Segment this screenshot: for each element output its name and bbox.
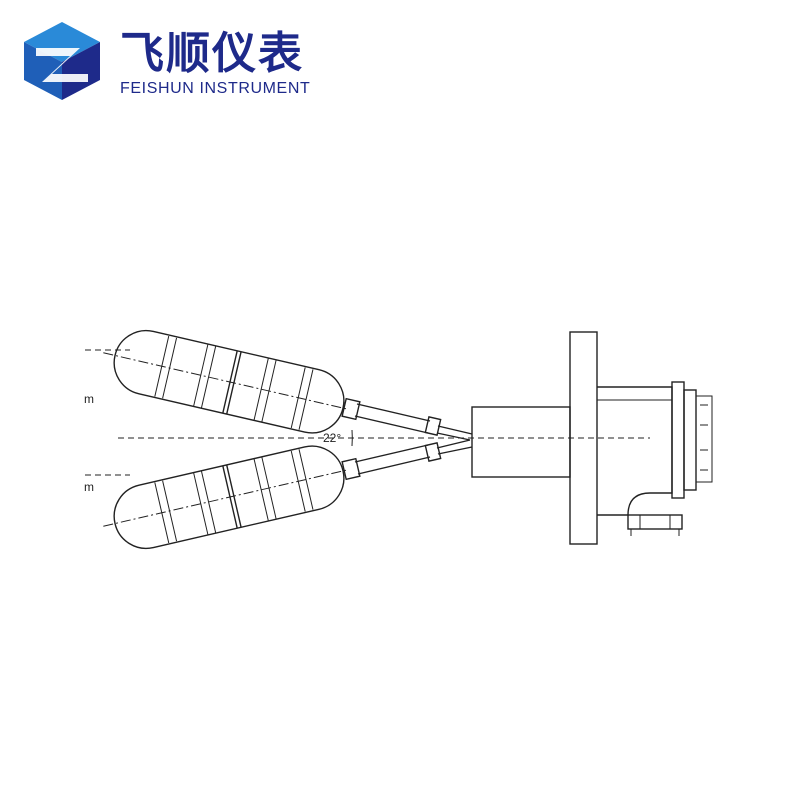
brand-name-chinese: 飞顺仪表 — [120, 28, 304, 79]
lower-level-label: m — [84, 480, 94, 494]
lower-float — [103, 445, 348, 550]
switch-housing — [471, 331, 713, 545]
lower-float-rod — [341, 439, 473, 481]
upper-float-rod — [341, 397, 473, 441]
logo-cube-icon — [24, 22, 100, 100]
upper-float — [103, 329, 348, 434]
upper-level-label: m — [84, 392, 94, 406]
brand-name-english: FEISHUN INSTRUMENT — [120, 80, 311, 97]
angle-label: 22° — [323, 431, 341, 445]
brand-logo: 飞顺仪表 FEISHUN INSTRUMENT — [20, 18, 320, 108]
